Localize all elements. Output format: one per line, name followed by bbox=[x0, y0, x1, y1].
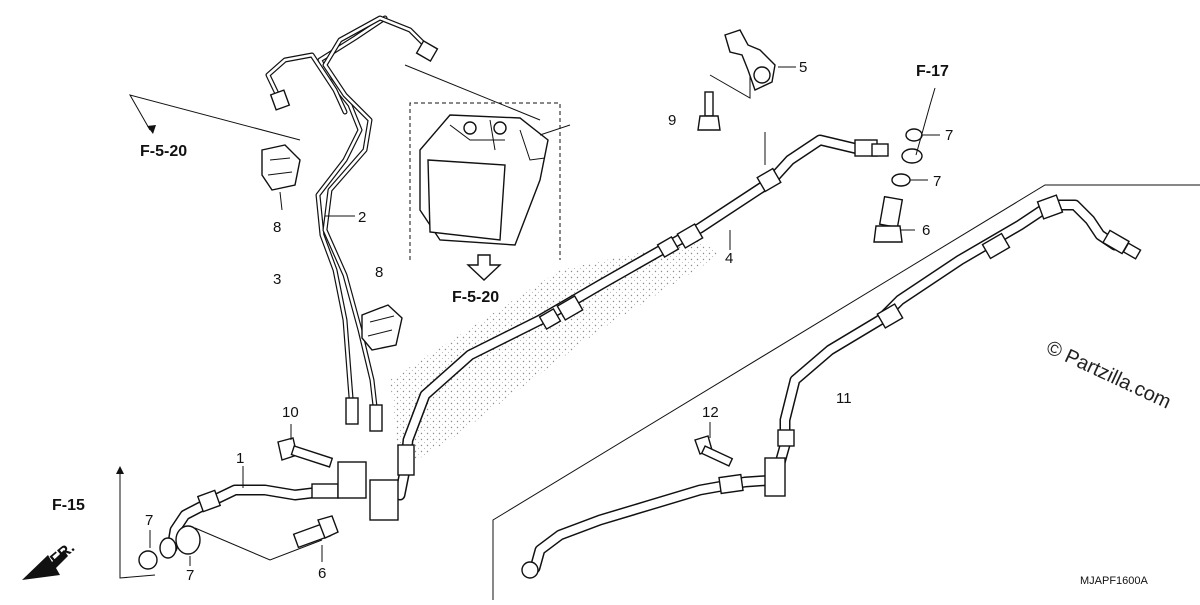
watermark: © Partzilla.com bbox=[1043, 337, 1174, 414]
brake-pipe-3 bbox=[322, 15, 433, 418]
hose-band bbox=[1036, 194, 1064, 220]
hose-fitting bbox=[1122, 242, 1142, 260]
hose-band bbox=[718, 473, 744, 495]
abs-modulator bbox=[419, 114, 549, 246]
pipe-leader bbox=[404, 64, 541, 121]
guide-line-f5-20-left bbox=[128, 94, 301, 141]
hose-band bbox=[876, 303, 904, 329]
abs-dashed-boundary bbox=[409, 102, 561, 260]
hose-end-fitting bbox=[521, 561, 539, 579]
sealing-washer-7 bbox=[138, 550, 158, 570]
brake-pipe-2 bbox=[315, 15, 388, 413]
sealing-washer-7 bbox=[905, 128, 923, 142]
leader-9-bracket bbox=[709, 72, 751, 99]
hose-band bbox=[538, 307, 562, 331]
sealing-washer-7 bbox=[159, 537, 177, 559]
leader-lines-lower bbox=[194, 527, 323, 561]
hose-band bbox=[676, 223, 704, 249]
ref-f5-20-left[interactable]: F-5-20 bbox=[140, 143, 187, 160]
pipe-nut bbox=[369, 404, 383, 432]
hose-band bbox=[756, 167, 782, 193]
hose-band bbox=[556, 295, 584, 321]
callout-8-upper: 8 bbox=[273, 219, 281, 236]
callout-5: 5 bbox=[799, 59, 807, 76]
callout-2: 2 bbox=[358, 209, 366, 226]
callout-7-lower: 7 bbox=[186, 567, 194, 584]
pipe-clamp-8-upper bbox=[261, 144, 301, 191]
joint-block bbox=[369, 479, 399, 521]
arrow-head bbox=[116, 466, 124, 474]
stipple-shading bbox=[390, 240, 720, 470]
ref-f17[interactable]: F-17 bbox=[916, 63, 949, 80]
hose-bracket-5 bbox=[724, 29, 776, 91]
brake-hose-lower bbox=[529, 474, 781, 574]
callout-10: 10 bbox=[282, 404, 299, 421]
sealing-washer-7 bbox=[891, 173, 911, 187]
hose-joint-block bbox=[764, 457, 786, 497]
pipe-nut bbox=[415, 39, 439, 63]
bolt-9 bbox=[697, 91, 721, 131]
joint-block bbox=[337, 461, 367, 499]
callout-7-mid: 7 bbox=[933, 173, 941, 190]
hose-band bbox=[777, 429, 795, 447]
frame-boundary-line bbox=[492, 184, 1200, 600]
down-arrow-icon bbox=[466, 254, 502, 281]
front-arrow-icon bbox=[22, 550, 68, 580]
leader-f17 bbox=[915, 87, 936, 156]
callout-7-upper: 7 bbox=[945, 127, 953, 144]
pipe-nut bbox=[345, 397, 359, 425]
brake-hose-11 bbox=[772, 199, 1121, 476]
bolt-12 bbox=[694, 435, 734, 467]
callout-4: 4 bbox=[725, 250, 733, 267]
banjo-fitting bbox=[901, 148, 923, 164]
callout-7-lower-left: 7 bbox=[145, 512, 153, 529]
guide-line-f15 bbox=[119, 470, 156, 579]
hose-fitting bbox=[397, 444, 415, 476]
banjo-fitting bbox=[175, 525, 201, 555]
abs-leader bbox=[539, 124, 571, 136]
pipe-clamp-8-lower bbox=[361, 304, 403, 351]
callout-8-lower: 8 bbox=[375, 264, 383, 281]
callout-1: 1 bbox=[236, 450, 244, 467]
hose-band bbox=[981, 232, 1011, 260]
hose-band bbox=[656, 235, 680, 259]
ref-f5-20-center[interactable]: F-5-20 bbox=[452, 289, 499, 306]
callout-11: 11 bbox=[836, 390, 852, 407]
banjo-bolt-6-lower bbox=[292, 515, 339, 549]
callout-6-lower: 6 bbox=[318, 565, 326, 582]
callout-6-upper: 6 bbox=[922, 222, 930, 239]
callout-12: 12 bbox=[702, 404, 719, 421]
bolt-10 bbox=[277, 437, 334, 468]
ref-f15[interactable]: F-15 bbox=[52, 497, 85, 514]
leader-line bbox=[279, 191, 283, 211]
banjo-bolt-6-upper bbox=[873, 195, 904, 243]
pipe-nut bbox=[269, 89, 291, 111]
diagram-code: MJAPF1600A bbox=[1080, 575, 1149, 587]
callout-9: 9 bbox=[668, 112, 676, 129]
arrow-head bbox=[147, 125, 156, 134]
hose-fitting bbox=[311, 483, 339, 499]
callout-3: 3 bbox=[273, 271, 281, 288]
brake-pipe-upper-left bbox=[265, 52, 348, 115]
hose-fitting bbox=[196, 489, 222, 513]
hose-fitting bbox=[871, 143, 889, 157]
